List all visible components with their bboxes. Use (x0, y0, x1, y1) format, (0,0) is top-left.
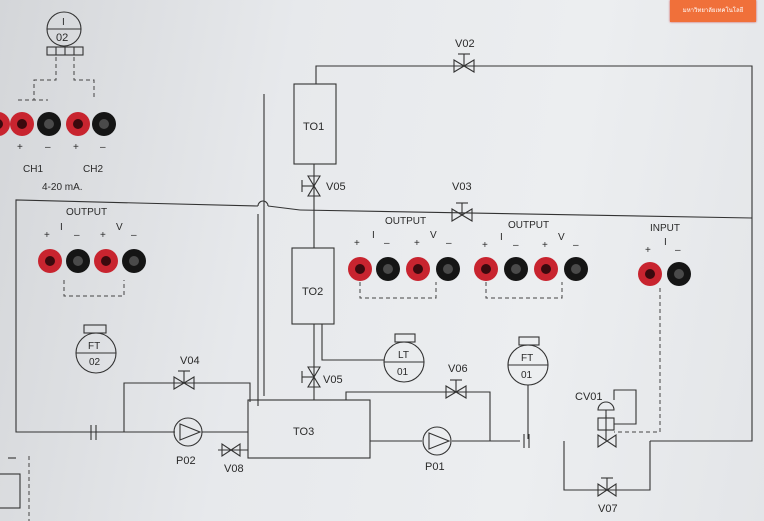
lt01-plus-i: + (354, 238, 360, 249)
ft02-plus-v: + (100, 230, 106, 241)
ft02-plus-i: + (44, 230, 50, 241)
lt01-i-label: I (372, 230, 375, 241)
instrument-i02-bottom: 02 (56, 32, 68, 44)
valve-v07[interactable]: V07 (597, 477, 618, 515)
jack-ft02-i-plus[interactable] (38, 249, 62, 273)
lt01-v-label: V (430, 230, 437, 241)
lt01-minus-v: – (446, 238, 452, 249)
lt01-output-label: OUTPUT (385, 216, 426, 227)
valve-v05-lower[interactable]: V05 (301, 366, 343, 388)
valve-v02-label: V02 (455, 38, 475, 50)
control-valve-cv01-label: CV01 (575, 391, 603, 403)
valve-v05-lower-label: V05 (323, 374, 343, 386)
valve-v07-label: V07 (598, 503, 618, 515)
ch1-plus-label: + (17, 142, 23, 153)
pump-p01-label: P01 (425, 461, 445, 473)
jack-ft02-v-minus[interactable] (122, 249, 146, 273)
ft01-plus-v: + (542, 240, 548, 251)
jack-ft01-v-plus[interactable] (534, 257, 558, 281)
jack-lt01-v-plus[interactable] (406, 257, 430, 281)
ch2-plus-label: + (73, 142, 79, 153)
ft02-output-label: OUTPUT (66, 207, 107, 218)
jack-ch1-red-left[interactable] (0, 112, 10, 136)
jack-ft01-i-plus[interactable] (474, 257, 498, 281)
terminal-jacks (0, 112, 691, 286)
tank-to1-label: TO1 (303, 121, 324, 133)
ft01-minus-v: – (573, 240, 579, 251)
instrument-ft02-bottom: 02 (89, 357, 101, 368)
instrument-lt01: LT 01 (383, 333, 425, 383)
jack-ch2-red[interactable] (66, 112, 90, 136)
ft02-v-label: V (116, 222, 123, 233)
jack-lt01-i-minus[interactable] (376, 257, 400, 281)
instrument-i02: I 02 (46, 11, 84, 56)
jack-lt01-v-minus[interactable] (436, 257, 460, 281)
jack-ch1-red[interactable] (10, 112, 34, 136)
valve-v08[interactable]: V08 (221, 442, 244, 475)
input-i-label: I (664, 237, 667, 248)
jack-ft02-v-plus[interactable] (94, 249, 118, 273)
instrument-ft02-top: FT (88, 341, 100, 352)
ch2-minus-label: – (100, 142, 106, 153)
jack-input-plus[interactable] (638, 262, 662, 286)
pump-p01[interactable]: P01 (422, 426, 452, 473)
tank-to3: TO3 (247, 399, 371, 459)
ft02-i-label: I (60, 222, 63, 233)
ft01-v-label: V (558, 232, 565, 243)
input-plus-label: + (645, 245, 651, 256)
instrument-i02-top: I (62, 17, 65, 28)
valve-v04[interactable]: V04 (173, 355, 200, 390)
valve-v05-upper-label: V05 (326, 181, 346, 193)
valve-v02[interactable]: V02 (453, 38, 475, 73)
piping (15, 65, 753, 491)
jack-ft01-i-minus[interactable] (504, 257, 528, 281)
valve-v04-label: V04 (180, 355, 200, 367)
ft01-minus-i: – (513, 240, 519, 251)
control-valve-cv01[interactable]: CV01 (575, 389, 637, 449)
ch1-minus-label: – (45, 142, 51, 153)
instrument-ft02: FT 02 (75, 324, 117, 374)
ch2-label: CH2 (83, 164, 103, 175)
jack-lt01-i-plus[interactable] (348, 257, 372, 281)
jack-ft01-v-minus[interactable] (564, 257, 588, 281)
tank-to3-label: TO3 (293, 426, 314, 438)
valve-v03-label: V03 (452, 181, 472, 193)
ch1-label: CH1 (23, 164, 43, 175)
terminal-labels: + – + – CH1 CH2 4-20 mA. OUTPUT + I – + … (17, 142, 681, 256)
valve-v08-label: V08 (224, 463, 244, 475)
tank-to2-label: TO2 (302, 286, 323, 298)
partial-left-component (0, 456, 30, 521)
logo-badge: มหาวิทยาลัยเทคโนโลยี (670, 0, 756, 22)
pump-p02[interactable]: P02 (173, 417, 203, 467)
range-label: 4-20 mA. (42, 182, 83, 193)
ft01-plus-i: + (482, 240, 488, 251)
valve-v05-upper[interactable]: V05 (301, 175, 346, 197)
valve-v03[interactable]: V03 (451, 181, 473, 222)
tank-to2: TO2 (291, 247, 335, 325)
signal-wiring (18, 57, 661, 433)
ft01-output-label: OUTPUT (508, 220, 549, 231)
jack-ft02-i-minus[interactable] (66, 249, 90, 273)
instrument-ft01-top: FT (521, 353, 533, 364)
ft01-i-label: I (500, 232, 503, 243)
cv01-input-label: INPUT (650, 223, 680, 234)
instrument-lt01-top: LT (398, 350, 409, 361)
input-minus-label: – (675, 245, 681, 256)
ft02-minus-i: – (74, 230, 80, 241)
instrument-ft01-bottom: 01 (521, 370, 533, 381)
lt01-plus-v: + (414, 238, 420, 249)
jack-ch1-black[interactable] (37, 112, 61, 136)
jack-ch2-black[interactable] (92, 112, 116, 136)
ft02-minus-v: – (131, 230, 137, 241)
tank-to1: TO1 (293, 83, 337, 165)
jack-input-minus[interactable] (667, 262, 691, 286)
valve-v06[interactable]: V06 (445, 363, 468, 399)
pump-p02-label: P02 (176, 455, 196, 467)
lt01-minus-i: – (384, 238, 390, 249)
instrument-ft01: FT 01 (507, 336, 549, 386)
instrument-lt01-bottom: 01 (397, 367, 409, 378)
valve-v06-label: V06 (448, 363, 468, 375)
